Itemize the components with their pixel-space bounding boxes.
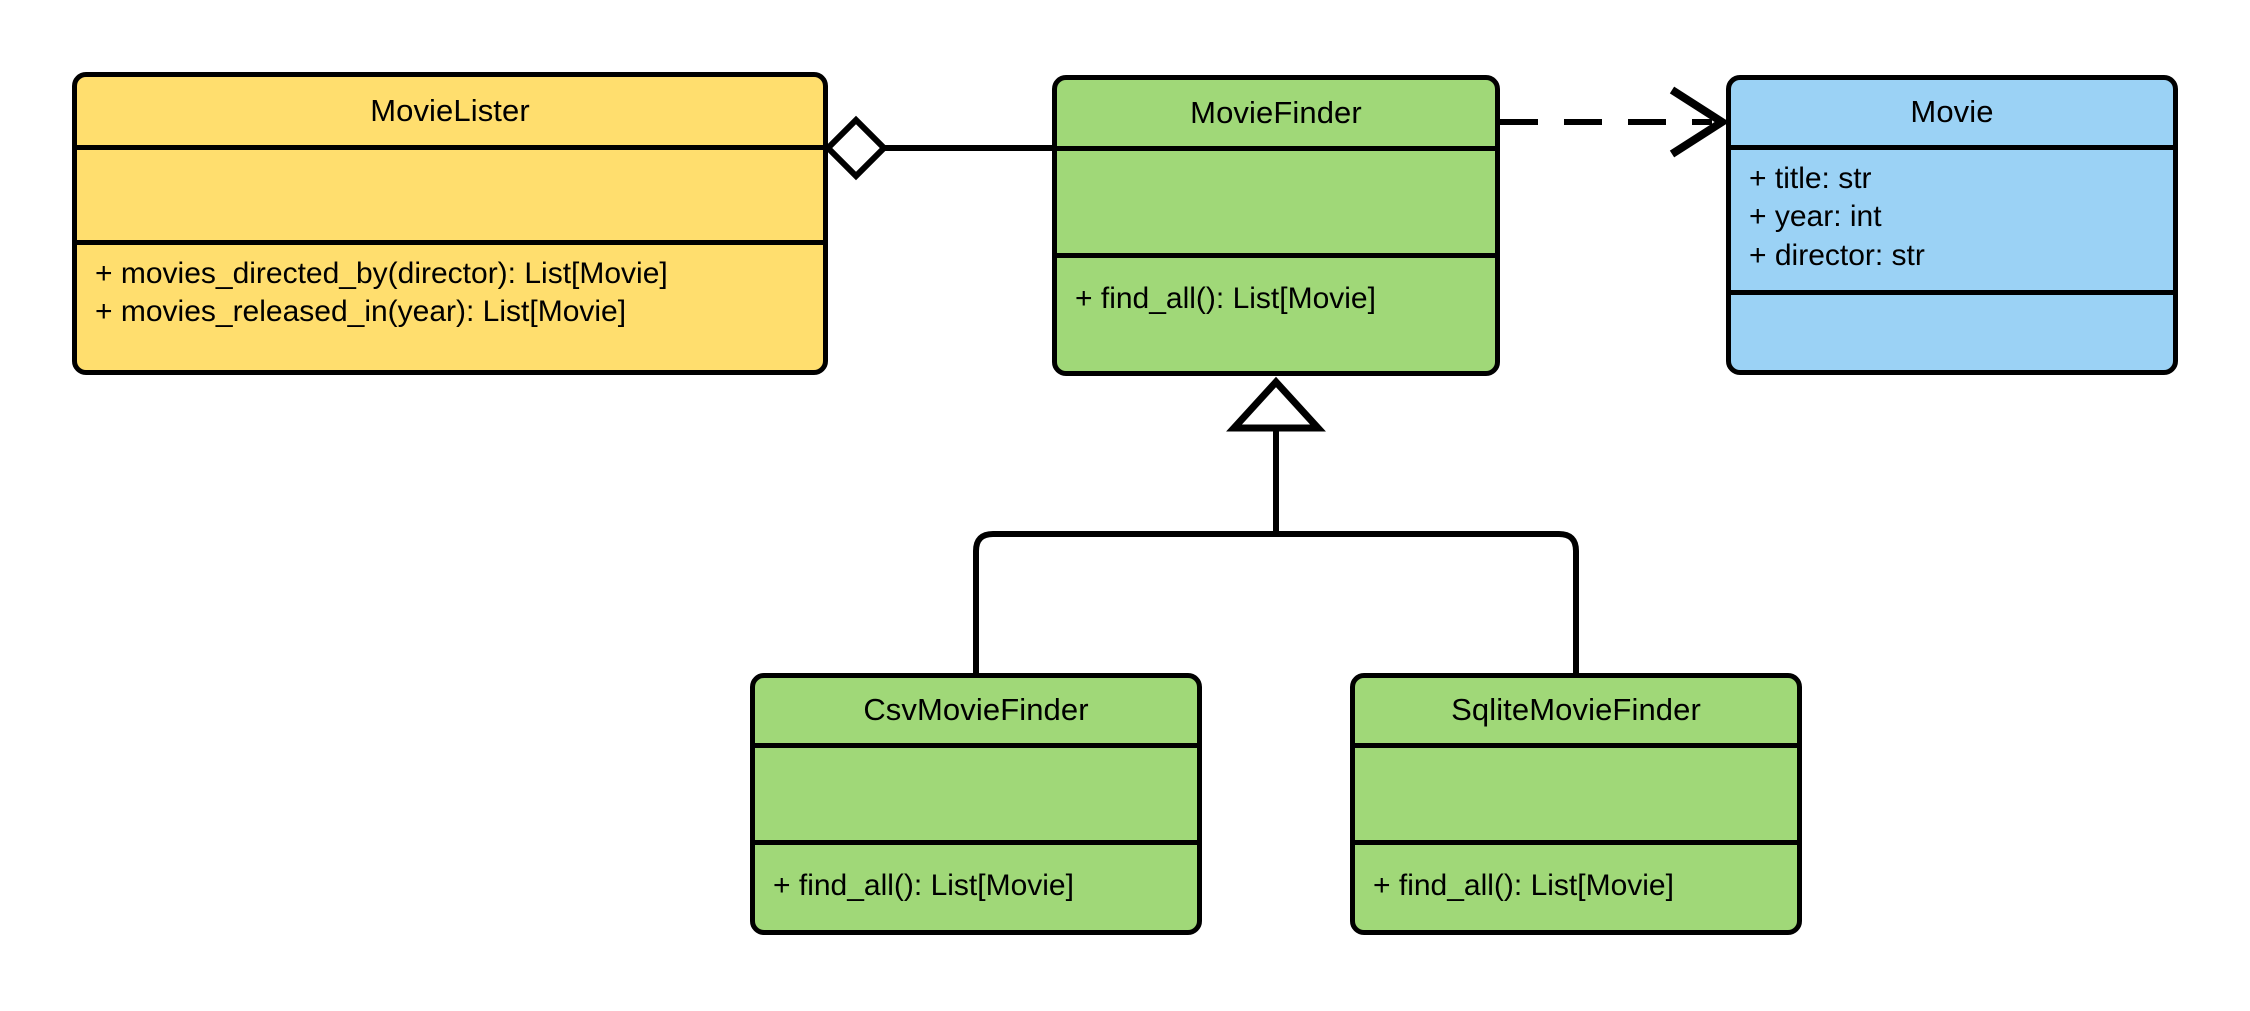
operation-item: + movies_released_in(year): List[Movie]	[95, 295, 627, 329]
class-name-compartment: MovieLister	[77, 77, 823, 150]
attribute-item: + year: int	[1749, 200, 1882, 234]
attribute-item: + title: str	[1749, 162, 1872, 195]
class-box-csv-movie-finder[interactable]: CsvMovieFinder + find_all(): List[Movie]	[750, 673, 1202, 935]
attribute-item: + director: str	[1749, 238, 1925, 272]
generalization-branch-lines	[973, 531, 1579, 673]
class-box-sqlite-movie-finder[interactable]: SqliteMovieFinder + find_all(): List[Mov…	[1350, 673, 1802, 935]
class-title-movie-finder: MovieFinder	[1190, 94, 1362, 130]
class-attributes-compartment	[755, 748, 1197, 845]
class-name-compartment: SqliteMovieFinder	[1355, 678, 1797, 748]
class-operations-compartment: + find_all(): List[Movie]	[755, 845, 1197, 925]
class-box-movie-finder[interactable]: MovieFinder + find_all(): List[Movie]	[1052, 75, 1500, 376]
open-arrowhead-icon	[1669, 86, 1730, 158]
operation-item: + find_all(): List[Movie]	[1075, 282, 1376, 315]
edge-dependency-moviefinder-movie[interactable]	[1500, 86, 1730, 158]
operation-item: + find_all(): List[Movie]	[1373, 869, 1674, 902]
class-name-compartment: CsvMovieFinder	[755, 678, 1197, 748]
class-title-movie-lister: MovieLister	[370, 92, 530, 128]
operation-item: + movies_directed_by(director): List[Mov…	[95, 257, 668, 290]
class-attributes-compartment	[1355, 748, 1797, 845]
class-title-sqlite-movie-finder: SqliteMovieFinder	[1451, 692, 1701, 728]
class-name-compartment: MovieFinder	[1057, 80, 1495, 151]
class-attributes-compartment: + title: str + year: int + director: str	[1731, 150, 2173, 295]
edge-generalization-tree[interactable]	[973, 376, 1579, 673]
class-operations-compartment	[1731, 295, 2173, 370]
class-operations-compartment: + movies_directed_by(director): List[Mov…	[77, 245, 823, 370]
edge-aggregation-movielister-moviefinder[interactable]	[823, 115, 1052, 181]
class-attributes-compartment	[77, 150, 823, 245]
class-box-movie[interactable]: Movie + title: str + year: int + directo…	[1726, 75, 2178, 375]
hollow-triangle-icon	[1226, 376, 1326, 432]
class-name-compartment: Movie	[1731, 80, 2173, 150]
class-box-movie-lister[interactable]: MovieLister + movies_directed_by(directo…	[72, 72, 828, 375]
operation-item: + find_all(): List[Movie]	[773, 869, 1074, 902]
class-operations-compartment: + find_all(): List[Movie]	[1057, 258, 1495, 366]
class-title-movie: Movie	[1910, 94, 1994, 130]
hollow-diamond-icon	[823, 115, 889, 181]
class-operations-compartment: + find_all(): List[Movie]	[1355, 845, 1797, 925]
class-attributes-compartment	[1057, 151, 1495, 258]
class-title-csv-movie-finder: CsvMovieFinder	[863, 692, 1089, 728]
